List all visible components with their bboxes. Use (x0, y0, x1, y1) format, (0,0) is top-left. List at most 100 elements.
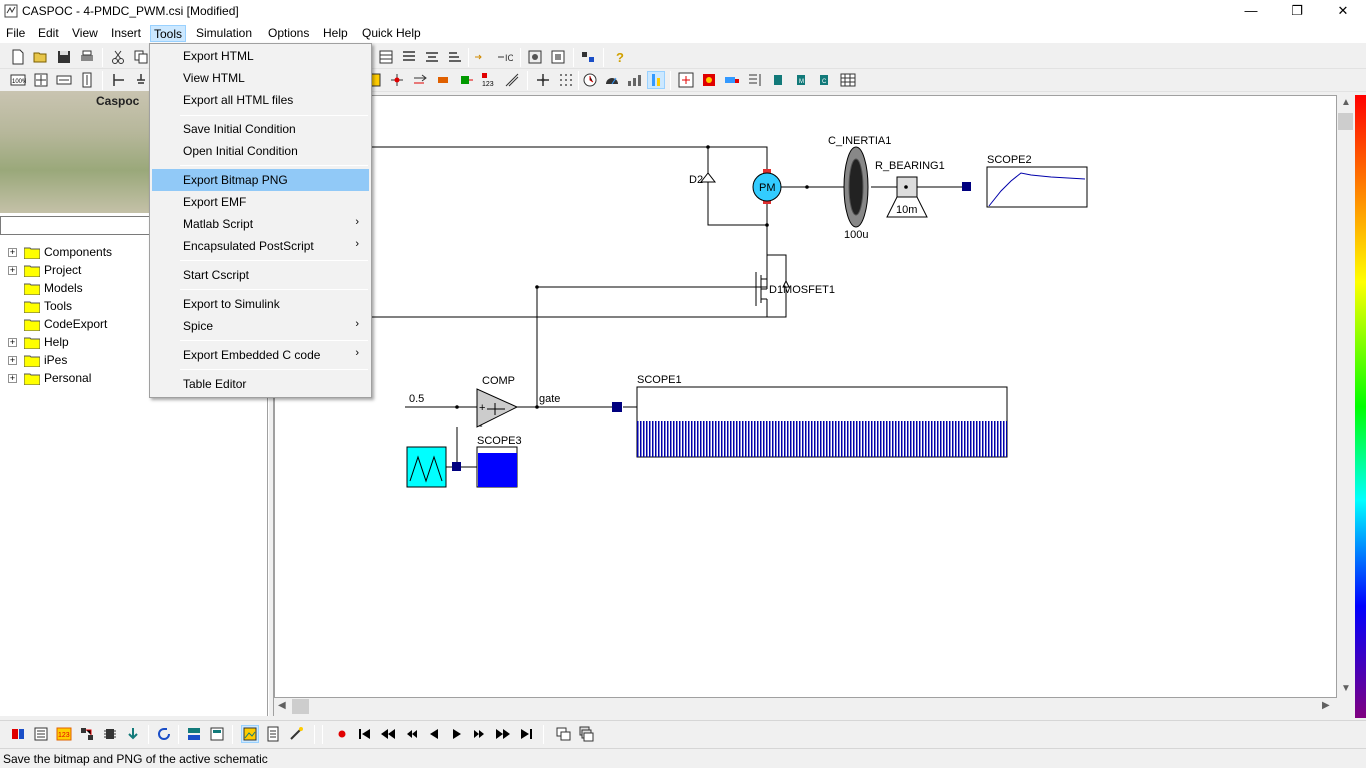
skip-to-end-icon[interactable] (518, 726, 534, 742)
expand-icon[interactable]: + (8, 265, 17, 275)
canvas-vertical-scrollbar[interactable]: ▲ ▼ (1337, 95, 1354, 698)
close-button[interactable]: ✕ (1337, 3, 1349, 18)
scope1-node-marker[interactable] (612, 402, 622, 412)
menu-item-export-all-html[interactable]: Export all HTML files (152, 89, 369, 111)
menu-item-start-cscript[interactable]: Start Cscript (152, 264, 369, 286)
inertia-c-inertia1[interactable]: C_INERTIA1 100u (828, 135, 891, 241)
rewind-icon[interactable] (403, 726, 419, 742)
menu-insert[interactable]: Insert (111, 26, 142, 40)
scroll-left-icon[interactable]: ◀ (278, 700, 286, 711)
grid-icon[interactable] (378, 49, 394, 65)
report-icon[interactable] (33, 726, 49, 742)
picture-icon[interactable] (241, 725, 259, 743)
menu-tools[interactable]: Tools (150, 25, 187, 42)
record-icon[interactable] (334, 726, 350, 742)
chip-alt-icon[interactable]: M (793, 72, 809, 88)
refresh-icon[interactable] (156, 726, 172, 742)
caspoc-app-icon[interactable] (4, 4, 18, 18)
schematic-canvas[interactable]: D2 PM C_INERTIA1 100u R_BEARING1 10m (274, 95, 1337, 698)
table-icon[interactable] (840, 72, 856, 88)
windows-icon[interactable] (556, 726, 572, 742)
menu-item-export-to-simulink[interactable]: Export to Simulink (152, 293, 369, 315)
wire-node-icon[interactable] (110, 72, 126, 88)
help-icon[interactable]: ? (612, 49, 628, 65)
expand-icon[interactable]: + (8, 355, 17, 365)
menu-item-table-editor[interactable]: Table Editor (152, 373, 369, 395)
fast-rewind-icon[interactable] (380, 726, 396, 742)
diode-d2[interactable]: D2 (689, 172, 717, 186)
expand-icon[interactable]: + (8, 373, 17, 383)
forward-icon[interactable] (472, 726, 488, 742)
menu-item-export-bitmap-png[interactable]: Export Bitmap PNG (152, 169, 369, 191)
gauge-icon[interactable] (604, 72, 620, 88)
maximize-button[interactable]: ❐ (1291, 3, 1303, 18)
expand-icon[interactable]: + (8, 247, 17, 257)
bar-chart-icon[interactable] (626, 72, 642, 88)
skip-to-start-icon[interactable] (357, 726, 373, 742)
menu-view[interactable]: View (72, 26, 98, 40)
sort-list-icon[interactable] (747, 72, 763, 88)
menu-item-matlab-script[interactable]: Matlab Script › (152, 213, 369, 235)
crosshair-icon[interactable] (535, 72, 551, 88)
schematic-drawing[interactable]: D2 PM C_INERTIA1 100u R_BEARING1 10m (275, 96, 1337, 698)
layout-alt-icon[interactable] (209, 726, 225, 742)
mosfet1[interactable]: D1MOSFET1 (755, 255, 835, 317)
list-icon[interactable] (401, 49, 417, 65)
document-icon[interactable] (265, 726, 281, 742)
scope3[interactable]: SCOPE3 (476, 435, 522, 488)
fast-forward-icon[interactable] (495, 726, 511, 742)
scope2-node-marker[interactable] (962, 182, 971, 191)
cascade-icon[interactable] (579, 726, 595, 742)
clock-icon[interactable] (582, 72, 598, 88)
zoom-width-icon[interactable] (56, 72, 72, 88)
menu-item-export-emf[interactable]: Export EMF (152, 191, 369, 213)
ground-icon[interactable] (133, 72, 149, 88)
constant-123-icon[interactable]: 123 (481, 72, 497, 88)
properties-icon[interactable] (550, 49, 566, 65)
library-icon[interactable] (701, 72, 717, 88)
simulation-setup-icon[interactable] (10, 726, 26, 742)
level-meter-icon[interactable] (647, 71, 665, 89)
menu-item-view-html[interactable]: View HTML (152, 67, 369, 89)
copy-icon[interactable] (133, 49, 149, 65)
menu-options[interactable]: Options (268, 26, 310, 40)
scroll-up-icon[interactable]: ▲ (1341, 97, 1351, 108)
minimize-button[interactable]: — (1244, 3, 1258, 18)
connect-icon[interactable] (580, 49, 596, 65)
comparator[interactable]: + - COMP (476, 375, 519, 432)
menu-file[interactable]: File (6, 26, 26, 40)
step-back-icon[interactable] (426, 726, 442, 742)
sort-icon[interactable] (447, 49, 463, 65)
horizontal-scroll-thumb[interactable] (292, 699, 309, 714)
arrow-right-icon[interactable] (412, 72, 428, 88)
menu-help[interactable]: Help (323, 26, 348, 40)
align-icon[interactable] (424, 49, 440, 65)
open-folder-icon[interactable] (33, 49, 49, 65)
numeric-icon[interactable]: 123 (56, 726, 72, 742)
zoom-fit-icon[interactable] (33, 72, 49, 88)
settings-icon[interactable] (527, 49, 543, 65)
label-icon[interactable] (435, 72, 451, 88)
play-icon[interactable] (449, 726, 465, 742)
dc-motor[interactable]: PM (752, 169, 782, 204)
panel-splitter[interactable] (268, 91, 274, 716)
menu-item-spice[interactable]: Spice › (152, 315, 369, 337)
bearing-r-bearing1[interactable]: R_BEARING1 10m (875, 160, 945, 218)
node-probe-icon[interactable] (389, 72, 405, 88)
save-icon[interactable] (56, 49, 72, 65)
dot-grid-icon[interactable] (558, 72, 574, 88)
chip-alt2-icon[interactable]: C (816, 72, 832, 88)
menu-quick-help[interactable]: Quick Help (362, 26, 421, 40)
zoom-100-icon[interactable]: 100% (10, 72, 26, 88)
chip-icon[interactable] (770, 72, 786, 88)
print-icon[interactable] (79, 49, 95, 65)
menu-item-save-initial-condition[interactable]: Save Initial Condition (152, 118, 369, 140)
menu-item-export-embedded-c-code[interactable]: Export Embedded C code › (152, 344, 369, 366)
block-icon[interactable] (458, 72, 474, 88)
menu-simulation[interactable]: Simulation (196, 26, 253, 40)
menu-item-encapsulated-postscript[interactable]: Encapsulated PostScript › (152, 235, 369, 257)
component-chip-icon[interactable] (102, 726, 118, 742)
cut-icon[interactable] (110, 49, 126, 65)
menu-item-open-initial-condition[interactable]: Open Initial Condition (152, 140, 369, 162)
truck-icon[interactable] (724, 72, 740, 88)
